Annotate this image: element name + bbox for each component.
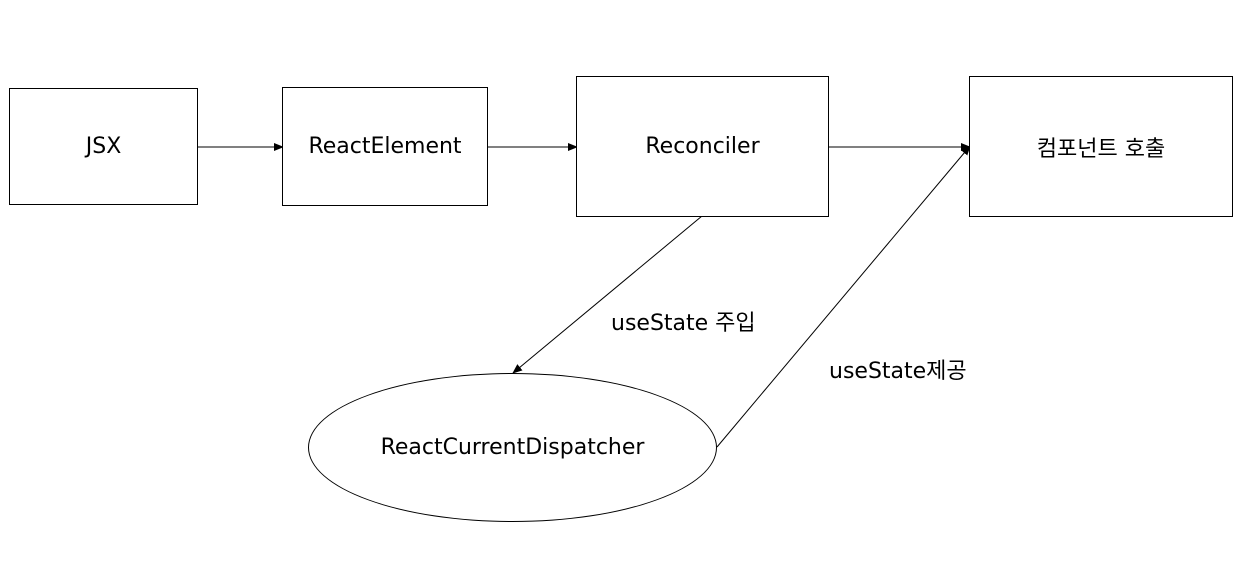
node-reconciler-label: Reconciler bbox=[645, 134, 760, 159]
node-component-call-label: 컴포넌트 호출 bbox=[1036, 136, 1166, 162]
arrow-reconciler-to-dispatcher bbox=[512, 215, 703, 374]
node-jsx: JSX bbox=[9, 88, 198, 205]
node-component-call: 컴포넌트 호출 bbox=[969, 76, 1233, 217]
node-reconciler: Reconciler bbox=[576, 76, 829, 217]
edge-label-inject: useState 주입 bbox=[611, 311, 756, 336]
arrow-dispatcher-to-component-call bbox=[716, 145, 971, 448]
node-react-current-dispatcher-label: ReactCurrentDispatcher bbox=[380, 435, 645, 460]
node-react-current-dispatcher: ReactCurrentDispatcher bbox=[308, 373, 717, 522]
node-react-element-label: ReactElement bbox=[308, 134, 462, 159]
node-react-element: ReactElement bbox=[282, 87, 488, 206]
node-jsx-label: JSX bbox=[85, 134, 122, 159]
edge-label-provide: useState제공 bbox=[829, 359, 967, 384]
